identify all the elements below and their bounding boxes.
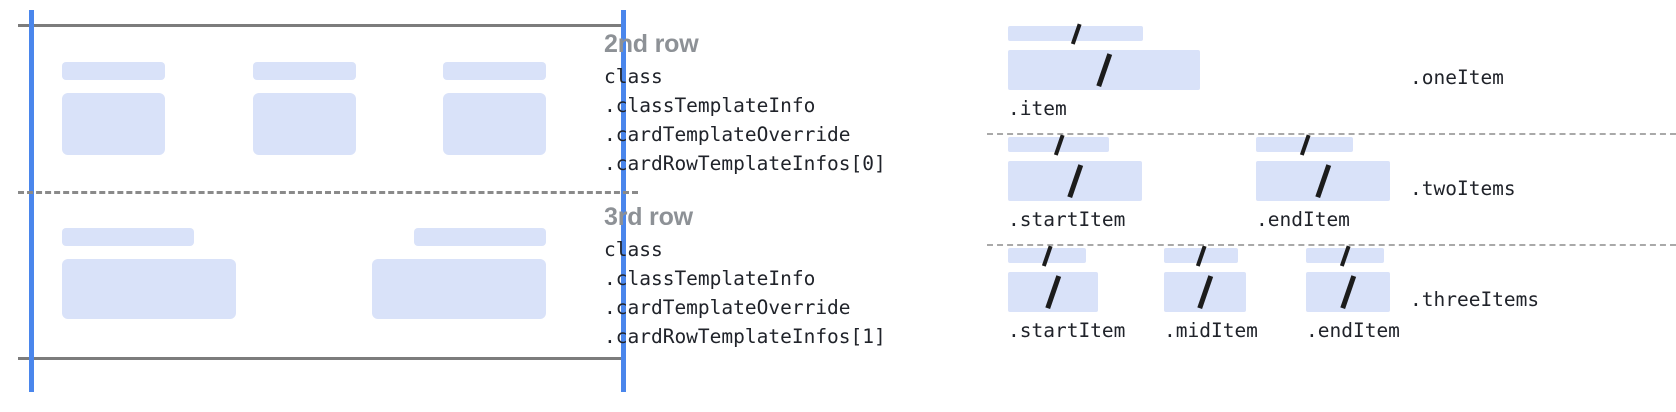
- cell-title-placeholder: [443, 62, 546, 80]
- card-row-3: [62, 228, 546, 319]
- annotation-title: 2nd row: [604, 30, 699, 58]
- annotation-code-line: .classTemplateInfo: [604, 266, 816, 290]
- item-body-placeholder: [1256, 161, 1390, 201]
- cell-title-placeholder: [62, 62, 165, 80]
- item-caption: .startItem: [1008, 208, 1126, 231]
- card-cell: [372, 228, 546, 319]
- item-caption: .midItem: [1164, 319, 1258, 342]
- row-item-variants: .item .oneItem .startItem .endItem .twoI…: [986, 0, 1676, 412]
- item-group: .startItem: [1008, 245, 1126, 342]
- card-cell: [252, 62, 356, 155]
- annotation-block-row-3: 3rd row class .classTemplateInfo .cardTe…: [604, 203, 886, 351]
- item-body-placeholder: [1008, 272, 1098, 312]
- cell-body-placeholder: [62, 93, 165, 155]
- cell-body-placeholder: [372, 259, 546, 319]
- item-title-placeholder: [1008, 23, 1143, 44]
- item-group: .endItem: [1306, 245, 1400, 342]
- cell-body-placeholder: [443, 93, 546, 155]
- annotation-block-row-2: 2nd row class .classTemplateInfo .cardTe…: [604, 30, 886, 178]
- slash-icon: [1053, 134, 1064, 155]
- slash-icon: [1197, 275, 1213, 309]
- item-body-placeholder: [1008, 50, 1200, 90]
- left-guide-line: [29, 10, 34, 392]
- slash-icon: [1096, 53, 1112, 87]
- row-divider-dashed: [18, 191, 638, 194]
- cell-title-placeholder: [62, 228, 195, 246]
- variant-separator: [987, 244, 1676, 246]
- item-title-placeholder: [1008, 245, 1086, 266]
- annotation-code-line: class: [604, 65, 663, 88]
- slash-icon: [1340, 275, 1356, 309]
- variant-label: .twoItems: [1410, 177, 1516, 200]
- item-title-placeholder: [1164, 245, 1238, 266]
- slash-icon: [1299, 134, 1310, 155]
- annotation-code-line: .cardTemplateOverride: [604, 295, 851, 319]
- cell-title-placeholder: [252, 62, 356, 80]
- card-cell: [443, 62, 546, 155]
- variant-separator: [987, 133, 1676, 135]
- item-group: .item: [1008, 23, 1200, 120]
- cell-title-placeholder: [413, 228, 546, 246]
- right-guide-line: [621, 10, 626, 392]
- item-body-placeholder: [1306, 272, 1390, 312]
- slash-icon: [1067, 164, 1083, 198]
- item-caption: .endItem: [1256, 208, 1350, 231]
- item-group: .endItem: [1256, 134, 1390, 231]
- item-group: .startItem: [1008, 134, 1142, 231]
- bottom-boundary-rule: [18, 357, 626, 360]
- annotation-column: 2nd row class .classTemplateInfo .cardTe…: [604, 0, 974, 412]
- item-caption: .item: [1008, 97, 1067, 120]
- slash-icon: [1315, 164, 1331, 198]
- item-caption: .startItem: [1008, 319, 1126, 342]
- variant-three-items: .startItem .midItem .endItem .threeItems: [986, 245, 1676, 360]
- card-cell: [62, 62, 165, 155]
- item-body-placeholder: [1008, 161, 1142, 201]
- slash-icon: [1195, 245, 1207, 266]
- variant-label: .oneItem: [1410, 66, 1504, 89]
- annotation-code-line: .cardRowTemplateInfos[0]: [604, 151, 886, 175]
- card-cell: [62, 228, 236, 319]
- cell-body-placeholder: [62, 259, 236, 319]
- card-row-layout-preview: [0, 0, 640, 412]
- slash-icon: [1045, 275, 1061, 309]
- slash-icon: [1041, 245, 1053, 266]
- item-body-placeholder: [1164, 272, 1246, 312]
- variant-label: .threeItems: [1410, 288, 1540, 311]
- card-row-2: [62, 62, 546, 155]
- annotation-code-line: class: [604, 238, 663, 261]
- slash-icon: [1070, 23, 1081, 44]
- variant-one-item: .item .oneItem: [986, 23, 1676, 136]
- annotation-code-line: .cardRowTemplateInfos[1]: [604, 324, 886, 348]
- item-title-placeholder: [1256, 134, 1353, 155]
- cell-body-placeholder: [252, 93, 356, 155]
- annotation-code-line: .cardTemplateOverride: [604, 122, 851, 146]
- slash-icon: [1339, 245, 1351, 266]
- item-group: .midItem: [1164, 245, 1258, 342]
- annotation-code-line: .classTemplateInfo: [604, 93, 816, 117]
- item-title-placeholder: [1306, 245, 1384, 266]
- variant-two-items: .startItem .endItem .twoItems: [986, 134, 1676, 247]
- top-boundary-rule: [18, 24, 626, 27]
- annotation-title: 3rd row: [604, 203, 693, 231]
- item-caption: .endItem: [1306, 319, 1400, 342]
- item-title-placeholder: [1008, 134, 1109, 155]
